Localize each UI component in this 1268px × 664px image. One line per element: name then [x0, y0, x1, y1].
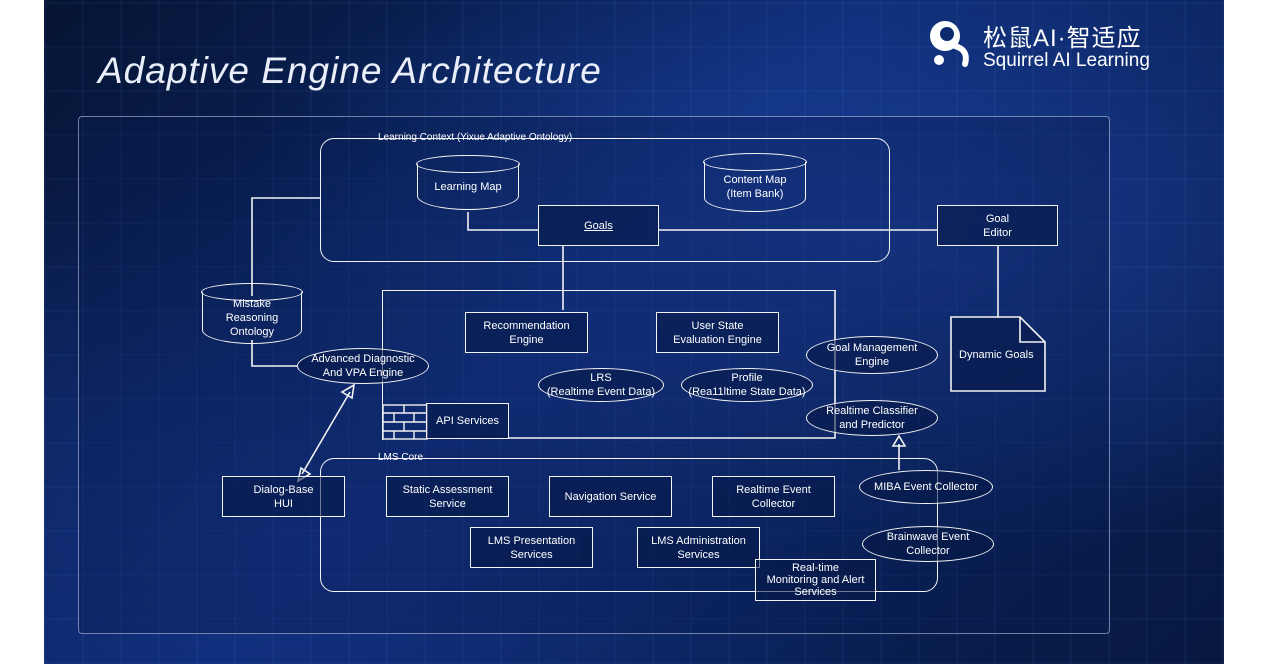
lms-pres-label-1: LMS Presentation [487, 534, 576, 547]
advanced-diagnostic-engine: Advanced Diagnostic And VPA Engine [297, 348, 429, 384]
static-label-2: Service [429, 497, 466, 510]
miba-event-collector: MIBA Event Collector [859, 470, 993, 504]
api-services-label: API Services [436, 415, 499, 427]
mistake-label-1: Mistake [233, 297, 271, 310]
api-services-box: API Services [426, 403, 509, 439]
content-map-label: Content Map [723, 173, 787, 186]
navigation-label: Navigation Service [564, 490, 657, 503]
brainwave-label-2: Collector [906, 545, 950, 557]
lms-pres-label-2: Services [510, 548, 553, 561]
profile-store: Profile (Rea11ltime State Data) [681, 368, 813, 402]
content-map-db: Content Map (Item Bank) [703, 153, 807, 212]
learning-context-label: Learning Context (Yixue Adaptive Ontolog… [378, 132, 573, 143]
goals-label: Goals [584, 219, 613, 232]
learning-map-db: Learning Map [416, 155, 520, 210]
lms-admin-label-1: LMS Administration [651, 534, 746, 547]
lms-administration-box: LMS Administration Services [637, 527, 760, 568]
realtime-event-collector-box: Realtime Event Collector [712, 476, 835, 517]
content-map-sublabel: (Item Bank) [726, 187, 784, 200]
goal-editor-label-2: Editor [983, 226, 1012, 239]
rt-event-label-1: Realtime Event [736, 483, 811, 496]
lrs-store: LRS (Realtime Event Data) [538, 368, 664, 402]
profile-label-2: (Rea11ltime State Data) [688, 386, 806, 398]
brainwave-label-1: Brainwave Event [886, 531, 970, 543]
static-label-1: Static Assessment [402, 483, 493, 496]
lrs-label-2: (Realtime Event Data) [546, 386, 656, 398]
recommendation-engine-box: Recommendation Engine [465, 312, 588, 353]
slide-title: Adaptive Engine Architecture [98, 50, 602, 91]
squirrel-logo-icon [930, 21, 969, 67]
lms-core-label: LMS Core [378, 452, 424, 463]
mistake-label-3: Ontology [229, 325, 275, 338]
mistake-ontology-db: Mistake Reasoning Ontology [201, 283, 303, 344]
user-state-label-2: Evaluation Engine [673, 333, 762, 346]
classifier-label-1: Realtime Classifier [826, 405, 918, 417]
miba-label: MIBA Event Collector [874, 481, 978, 493]
lms-core-group [320, 458, 938, 592]
static-assessment-box: Static Assessment Service [386, 476, 509, 517]
monitor-label-3: Services [794, 586, 837, 598]
dynamic-goals-label: Dynamic Goals [959, 349, 1034, 361]
navigation-service-box: Navigation Service [549, 476, 672, 517]
profile-label-1: Profile [731, 372, 763, 384]
goal-editor-label-1: Goal [985, 212, 1010, 225]
api-brick-icon [382, 404, 428, 440]
lrs-label-1: LRS [590, 372, 612, 384]
dialog-base-hui-box: Dialog-Base HUI [222, 476, 345, 517]
learning-map-label: Learning Map [434, 180, 502, 193]
dialog-label-1: Dialog-Base [253, 483, 314, 496]
user-state-engine-box: User State Evaluation Engine [656, 312, 779, 353]
user-state-label-1: User State [691, 319, 744, 332]
mistake-label-2: Reasoning [225, 311, 279, 324]
squirrel-ai-logo: 松鼠AI·智适应 Squirrel AI Learning [925, 16, 1165, 76]
dynamic-goals-doc [950, 316, 1046, 392]
learning-context-group [320, 138, 890, 262]
goals-box: Goals [538, 205, 659, 246]
recommendation-label-2: Engine [509, 333, 544, 346]
adv-diag-label-2: And VPA Engine [322, 367, 404, 379]
goal-editor-box: Goal Editor [937, 205, 1058, 246]
lms-presentation-box: LMS Presentation Services [470, 527, 593, 568]
dialog-label-2: HUI [274, 497, 293, 510]
goal-management-engine: Goal Management Engine [806, 336, 938, 374]
monitor-label-2: Monitoring and Alert [766, 574, 865, 586]
brainwave-event-collector: Brainwave Event Collector [862, 526, 994, 562]
classifier-label-2: and Predictor [839, 419, 905, 431]
realtime-classifier: Realtime Classifier and Predictor [806, 400, 938, 436]
monitor-label-1: Real-time [791, 562, 840, 574]
recommendation-label-1: Recommendation [483, 319, 570, 332]
monitoring-alert-box: Real-time Monitoring and Alert Services [755, 559, 876, 601]
rt-event-label-2: Collector [751, 497, 796, 510]
adv-diag-label-1: Advanced Diagnostic [311, 353, 415, 365]
goal-mgmt-label-2: Engine [854, 356, 890, 368]
lms-admin-label-2: Services [677, 548, 720, 561]
logo-english-text: Squirrel AI Learning [983, 50, 1150, 71]
logo-chinese-text: 松鼠AI·智适应 [983, 25, 1142, 52]
goal-mgmt-label-1: Goal Management [826, 342, 918, 354]
